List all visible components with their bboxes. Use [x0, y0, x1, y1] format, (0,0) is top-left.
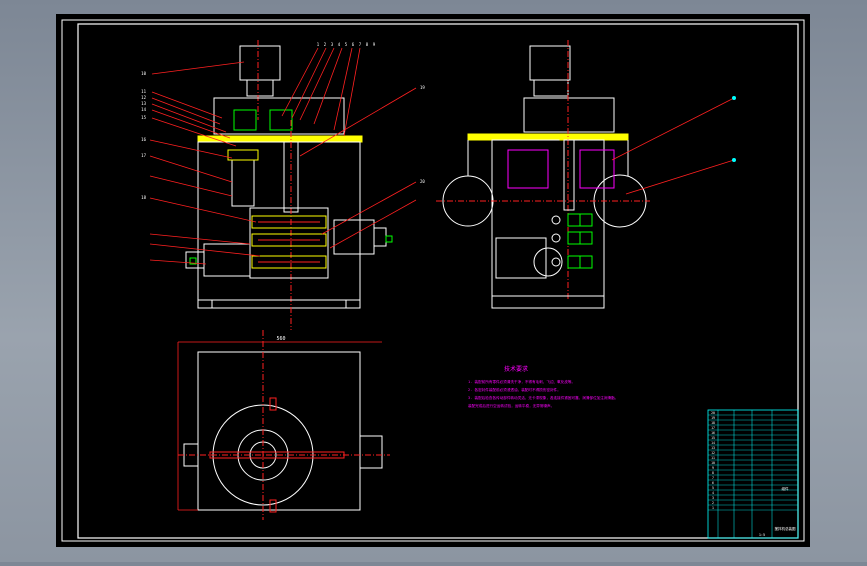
title-block-row-number: 14 [711, 441, 715, 445]
title-block-row-number: 9 [712, 466, 714, 470]
front-housing [197, 141, 361, 309]
front-gearbox [213, 97, 345, 135]
callout-label: 20 [420, 179, 425, 184]
title-block-row-number: 17 [711, 426, 715, 430]
callout-label: 7 [359, 42, 362, 47]
tech-requirement-line: 3. 装配后检查各传动部件转动灵活，无卡滞现象，各连接件紧固可靠，润滑部位加注润… [468, 395, 618, 400]
callout-label: 17 [141, 153, 146, 158]
title-block-row-number: 1 [712, 506, 714, 510]
material: 组件 [782, 486, 790, 491]
title-block-row-number: 2 [712, 501, 714, 505]
title-block-row-number: 12 [711, 451, 715, 455]
title-block-row-number: 7 [712, 476, 714, 480]
callout-label: 15 [141, 115, 146, 120]
inner-frame [77, 23, 799, 539]
title-block-row-number: 5 [712, 486, 714, 490]
callout-label: 10 [141, 71, 146, 76]
title-block-row-number: 3 [712, 496, 714, 500]
callout-label: 8 [366, 42, 369, 47]
side-marker [732, 96, 736, 100]
title-block-row-number: 13 [711, 446, 715, 450]
side-gearbox [523, 97, 615, 133]
callout-label: 13 [141, 101, 146, 106]
callout-label: 11 [141, 89, 146, 94]
scale: 1:5 [759, 533, 765, 537]
front-callouts [149, 47, 417, 265]
callout-label: 3 [331, 42, 334, 47]
side-marker [732, 158, 736, 162]
title-block-row-number: 20 [711, 411, 715, 415]
title-block-row-number: 16 [711, 431, 715, 435]
callout-label: 14 [141, 107, 146, 112]
paper [56, 14, 810, 547]
callout-label: 5 [345, 42, 348, 47]
callout-label: 18 [141, 195, 146, 200]
tech-requirement-line: 2. 各密封件装配前必须浸透油，装配时不得损伤密封件。 [468, 387, 561, 392]
callout-label: 4 [338, 42, 341, 47]
title-block-row-number: 4 [712, 491, 714, 495]
tech-requirement-line: 装配完成后进行空运转试验，运转平稳，无异常噪声。 [468, 403, 554, 408]
side-top-plate [467, 133, 629, 141]
top-dimension [177, 341, 382, 511]
top-view [178, 330, 390, 520]
callout-label: 2 [324, 42, 327, 47]
title-block-row-number: 11 [711, 456, 715, 460]
title-block-row-number: 8 [712, 471, 714, 475]
tech-requirements: 技术要求 1. 装配前所有零件必须清洗干净，不得有毛刺、飞边、氧化皮等。 2. 各… [468, 365, 618, 408]
callout-label: 9 [373, 42, 376, 47]
side-view [436, 40, 650, 309]
side-leaders [611, 97, 735, 195]
tech-requirement-line: 1. 装配前所有零件必须清洗干净，不得有毛刺、飞边、氧化皮等。 [468, 379, 575, 384]
dimension-top-width: 560 [276, 336, 285, 342]
front-roll-stack [249, 207, 329, 279]
title-block-row-number: 15 [711, 436, 715, 440]
title-block-row-number: 19 [711, 416, 715, 420]
callout-label: 1 [317, 42, 320, 47]
front-top-plate [197, 135, 363, 143]
callout-label: 19 [420, 85, 425, 90]
outer-frame [61, 19, 805, 542]
tech-requirements-title: 技术要求 [504, 365, 528, 373]
title-block-row-number: 10 [711, 461, 715, 465]
side-housing [491, 139, 605, 309]
callout-label: 6 [352, 42, 355, 47]
callout-label: 12 [141, 95, 146, 100]
side-lower-motor [495, 237, 547, 279]
title-block-row-number: 18 [711, 421, 715, 425]
front-view [185, 40, 393, 330]
drawing-name: 搅拌机总装图 [775, 526, 796, 531]
top-housing [197, 351, 361, 511]
title-block-row-number: 6 [712, 481, 714, 485]
callout-label: 16 [141, 137, 146, 142]
